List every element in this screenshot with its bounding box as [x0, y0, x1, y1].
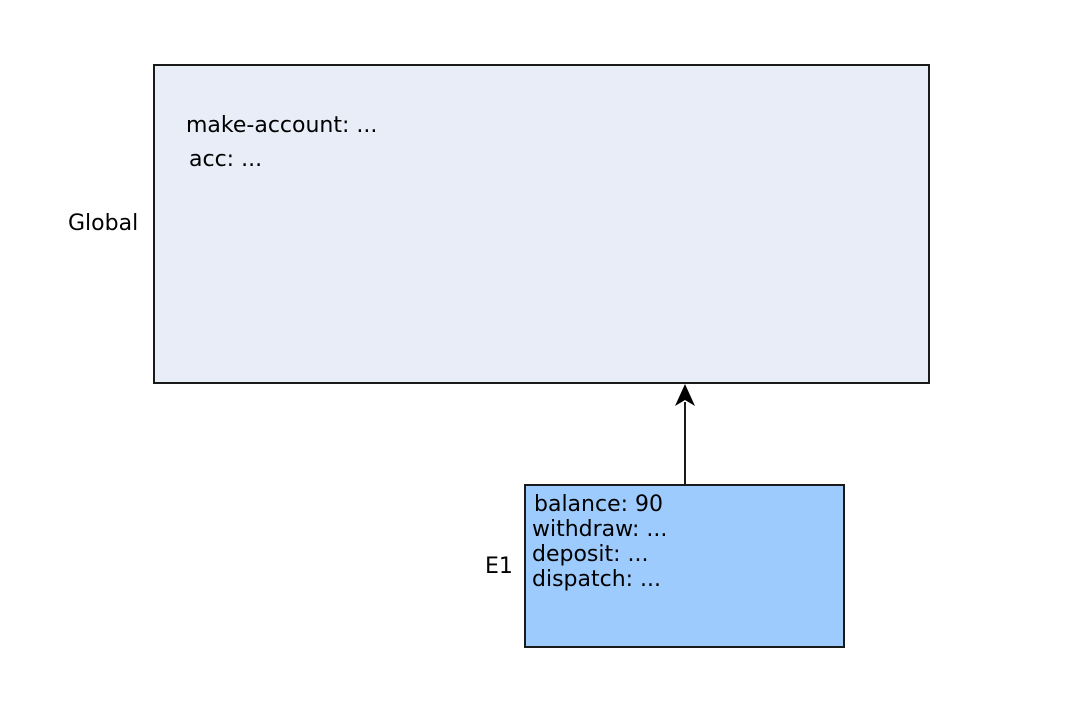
global-frame — [153, 64, 930, 384]
global-binding-make-account: make-account: ... — [186, 113, 378, 138]
e1-frame — [524, 484, 845, 648]
e1-frame-label: E1 — [485, 554, 513, 579]
e1-binding-withdraw: withdraw: ... — [532, 517, 668, 542]
global-frame-label: Global — [68, 211, 139, 236]
global-binding-acc: acc: ... — [189, 147, 263, 172]
e1-binding-dispatch: dispatch: ... — [532, 567, 662, 592]
e1-binding-balance: balance: 90 — [534, 492, 664, 517]
arrow-head — [675, 384, 695, 406]
e1-binding-deposit: deposit: ... — [532, 542, 649, 567]
